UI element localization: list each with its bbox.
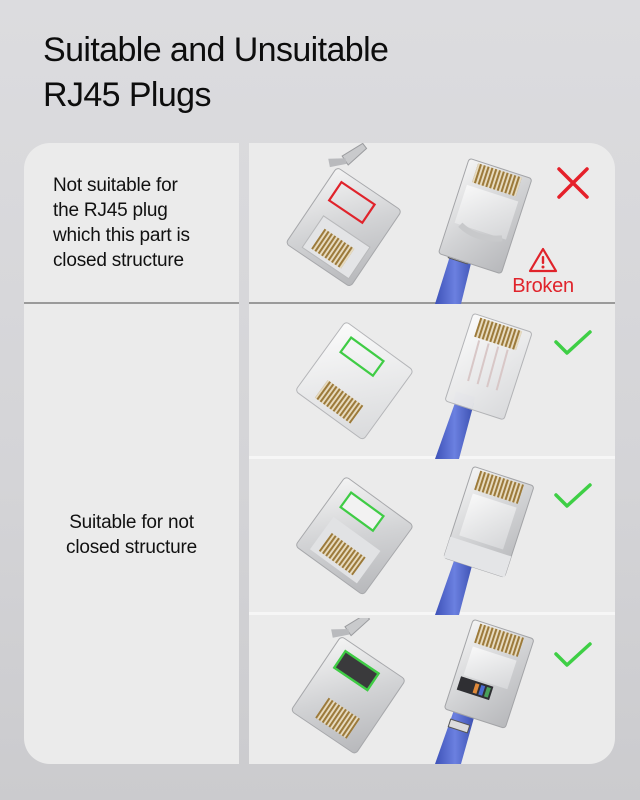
plug-illustration	[291, 618, 534, 764]
plug-illustration	[296, 466, 534, 615]
title-line-1: Suitable and Unsuitable	[43, 31, 389, 69]
shielded-open-plug-connected-icon	[443, 466, 534, 578]
plug-illustration	[296, 313, 532, 459]
shielded-pass-through-plug-connected-icon	[444, 619, 534, 729]
check-icon	[554, 483, 592, 508]
row-suitable-shielded	[249, 459, 615, 615]
check-icon	[554, 642, 592, 667]
row-suitable-shielded-clip	[249, 618, 615, 764]
label-column: Not suitable for the RJ45 plug which thi…	[24, 143, 239, 764]
suitable-line-1: Suitable for not	[69, 512, 194, 533]
unsuitable-label-cell: Not suitable for the RJ45 plug which thi…	[24, 143, 239, 304]
page-title: Suitable and Unsuitable RJ45 Plugs	[43, 28, 389, 118]
suitable-label-cell: Suitable for not closed structure	[24, 306, 239, 764]
shielded-plug-icon	[286, 143, 401, 286]
unsuitable-description: Not suitable for the RJ45 plug which thi…	[53, 173, 190, 273]
clear-plug-icon	[296, 322, 413, 440]
plug-illustration	[286, 143, 532, 304]
row-unsuitable-shielded: Broken	[249, 143, 615, 304]
broken-warning: Broken	[505, 247, 581, 297]
unsuitable-line-3: which this part is	[53, 224, 190, 246]
shielded-pass-through-plug-icon	[291, 618, 405, 754]
suitable-description: Suitable for not closed structure	[66, 510, 197, 560]
image-column: Broken	[249, 143, 615, 764]
cross-icon	[557, 167, 589, 199]
warning-triangle-icon	[528, 247, 558, 273]
title-line-2: RJ45 Plugs	[43, 76, 211, 114]
shielded-plug-connected-icon	[438, 158, 532, 274]
suitable-line-2: closed structure	[66, 537, 197, 558]
unsuitable-line-1: Not suitable for	[53, 174, 178, 196]
unsuitable-line-4: closed structure	[53, 249, 184, 271]
check-icon	[554, 330, 592, 355]
row-suitable-clear	[249, 306, 615, 459]
unsuitable-line-2: the RJ45 plug	[53, 199, 168, 221]
shielded-open-plug-icon	[296, 477, 413, 595]
broken-label: Broken	[512, 275, 574, 297]
clear-plug-connected-icon	[445, 313, 532, 420]
